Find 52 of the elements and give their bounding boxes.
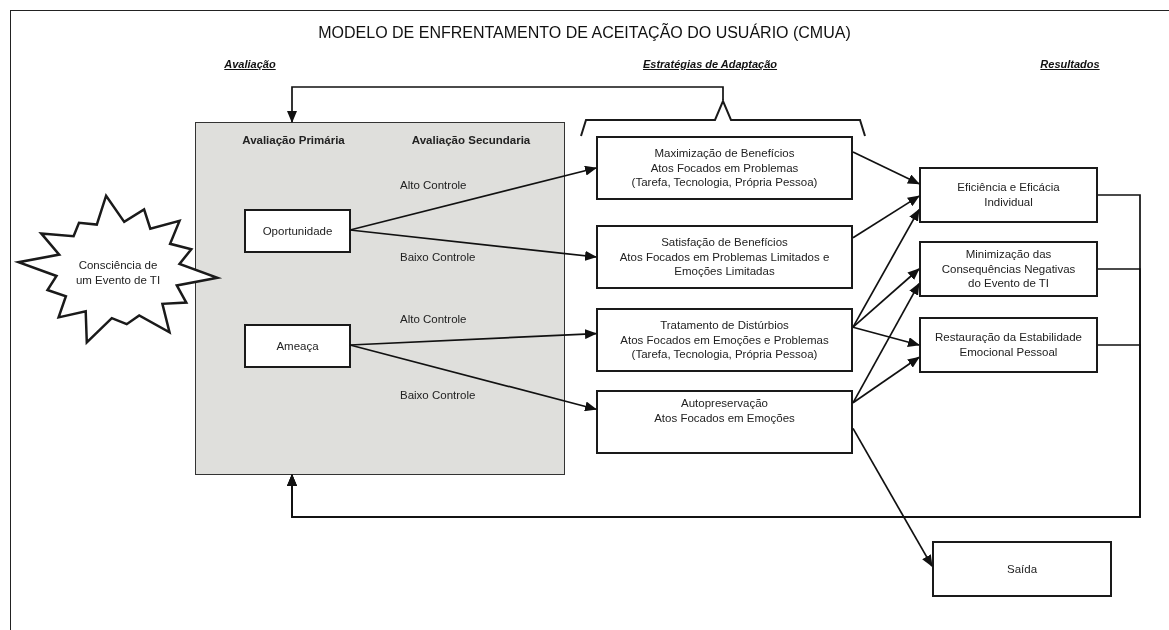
arrow — [349, 229, 597, 261]
arrow — [852, 326, 920, 347]
box-text: (Tarefa, Tecnologia, Própria Pessoa) — [631, 175, 818, 191]
arrow — [852, 151, 920, 185]
panel-heading: Avaliação Primária — [241, 133, 346, 148]
arrow — [349, 344, 597, 412]
edge-label: Baixo Controle — [398, 251, 478, 263]
arrow — [349, 165, 597, 231]
panel-heading: Avaliação Secundaria — [410, 133, 532, 148]
process-box — [932, 541, 1112, 597]
appraisal-panel — [195, 122, 565, 475]
box-text: Ameaça — [276, 338, 319, 354]
process-box — [244, 209, 351, 253]
arrow — [287, 344, 1141, 518]
box-text: Saída — [1006, 561, 1038, 577]
arrow — [287, 86, 724, 123]
process-box — [919, 167, 1098, 223]
arrow — [852, 356, 920, 404]
arrow — [852, 208, 920, 329]
box-text: Atos Focados em Emoções e Problemas — [620, 332, 829, 348]
column-heading: Estratégias de Adaptação — [641, 58, 779, 70]
arrow — [852, 427, 933, 568]
box-text: Eficiência e Eficácia Individual — [956, 180, 1061, 210]
box-text: Atos Focados em Problemas Limitados e Emoções Limitadas — [618, 249, 831, 280]
arrow — [852, 268, 920, 329]
process-box — [596, 390, 853, 454]
edge-label: Baixo Controle — [398, 389, 478, 401]
process-box — [244, 324, 351, 368]
column-heading: Resultados — [1039, 58, 1101, 70]
process-box — [596, 136, 853, 200]
box-text: Restauração da Estabilidade Emocional Pessoal — [934, 330, 1083, 360]
diagram-title: MODELO DE ENFRENTAMENTO DE ACEITAÇÃO DO USUÁRIO (CMUA) — [317, 24, 852, 42]
box-text: Minimização das Consequências Negativas do Evento de TI — [940, 246, 1077, 292]
column-heading: Avaliação — [223, 58, 277, 70]
process-box — [919, 241, 1098, 297]
box-text: (Tarefa, Tecnologia, Própria Pessoa) — [631, 347, 818, 363]
box-text: Atos Focados em Emoções — [654, 410, 795, 426]
edge-label: Alto Controle — [398, 313, 469, 325]
box-text: Atos Focados em Problemas — [650, 160, 799, 176]
box-text: Satisfação de Benefícios — [661, 234, 788, 250]
box-text: Maximização de Benefícios — [654, 145, 795, 161]
process-box — [596, 225, 853, 289]
arrow — [349, 329, 597, 346]
process-box — [596, 308, 853, 372]
arrow — [852, 282, 920, 404]
box-text: Autopreservação — [681, 396, 768, 411]
process-box — [919, 317, 1098, 373]
event-label: Consciência de um Evento de TI — [74, 258, 162, 288]
edge-label: Alto Controle — [398, 179, 469, 191]
box-text: Oportunidade — [262, 223, 333, 239]
box-text: Tratamento de Distúrbios — [660, 317, 789, 333]
arrow — [852, 195, 920, 239]
